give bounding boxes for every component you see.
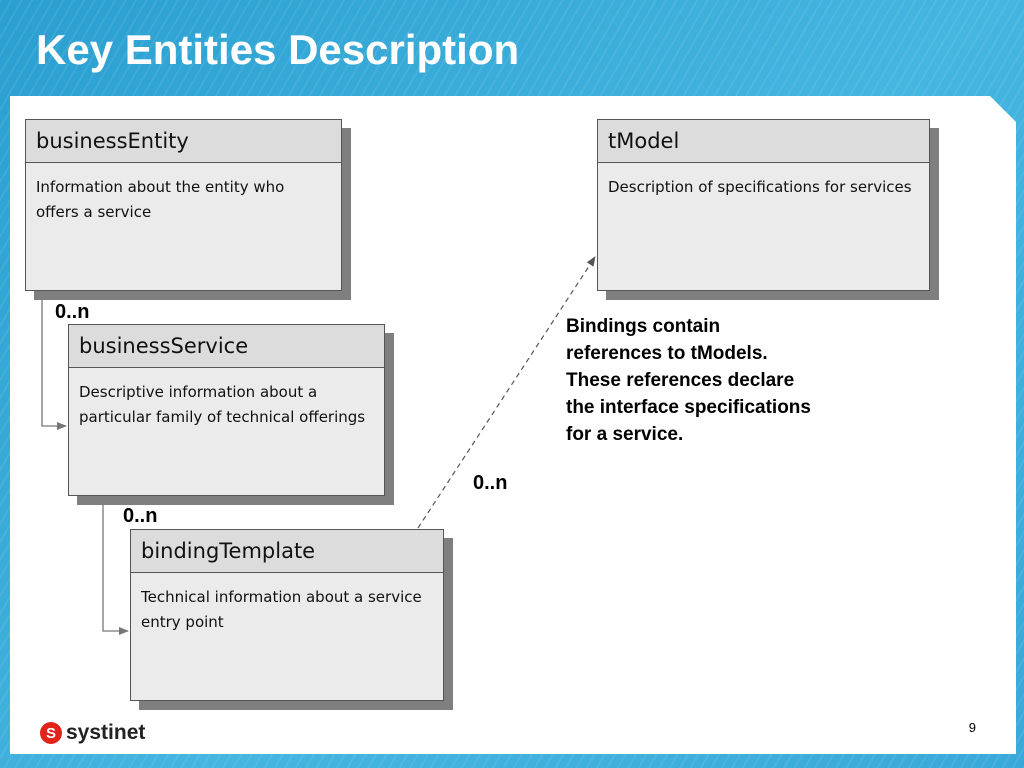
binding-template-box: bindingTemplate Technical information ab… [130,529,444,701]
slide-title: Key Entities Description [36,26,520,73]
business-entity-box: businessEntity Information about the ent… [25,119,342,291]
business-service-description: Descriptive information about a particul… [79,383,366,426]
business-service-title: businessService [69,325,384,368]
binding-template-title: bindingTemplate [131,530,443,573]
systinet-logo: S systinet [40,720,145,746]
business-service-box: businessService Descriptive information … [68,324,385,496]
note-line: These references declare [566,370,795,391]
tmodel-title: tModel [598,120,929,163]
note-line: Bindings contain [566,316,721,337]
multiplicity-service-to-binding: 0..n [123,505,158,527]
note-line: for a service. [566,424,684,445]
tmodel-box: tModel Description of specifications for… [597,119,930,291]
systinet-logo-text: systinet [66,721,146,744]
note-line: references to tModels. [566,343,768,364]
business-entity-title: businessEntity [26,120,341,163]
tmodel-description: Description of specifications for servic… [608,178,912,196]
page-number: 9 [968,720,976,735]
business-entity-description: Information about the entity who offers … [36,178,285,221]
multiplicity-entity-to-service: 0..n [55,301,90,323]
multiplicity-binding-to-tmodel: 0..n [473,472,508,494]
binding-template-description: Technical information about a service en… [141,588,422,631]
connector-service-to-binding [102,505,129,635]
bindings-note: Bindings contain references to tModels. … [566,313,876,448]
note-line: the interface specifications [566,397,811,418]
connector-entity-to-service [41,300,67,430]
systinet-logo-icon: S [40,722,62,744]
